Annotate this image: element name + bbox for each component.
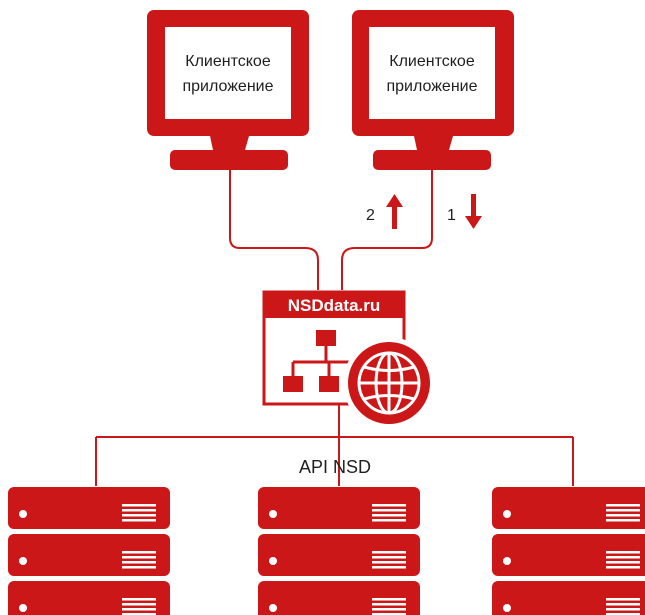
nsddata-hub[interactable]: NSDdata.ru (262, 290, 435, 429)
api-bus (95, 404, 574, 486)
vent-line (122, 551, 156, 554)
status-led (19, 604, 27, 612)
vent-line (372, 509, 406, 512)
vent-line (372, 608, 406, 611)
vent-line (606, 556, 640, 559)
client-label-line1: Клиентское (185, 53, 271, 70)
server-unit (8, 487, 170, 529)
vent-line (372, 514, 406, 517)
client-monitor-2[interactable]: Клиентское приложение (352, 10, 514, 170)
globe-icon (343, 337, 435, 429)
status-led (269, 557, 277, 565)
vent-line (122, 514, 156, 517)
client-monitor-1[interactable]: Клиентское приложение (147, 10, 309, 170)
hub-brand: NSDdata.ru (288, 296, 381, 315)
server-unit (8, 534, 170, 576)
vent-line (606, 598, 640, 601)
server-stack-icon (258, 487, 420, 615)
vent-line (372, 551, 406, 554)
vent-line (606, 613, 640, 615)
server-stack[interactable] (492, 487, 645, 615)
monitor-icon (147, 10, 309, 170)
vent-line (606, 561, 640, 564)
vent-line (372, 603, 406, 606)
server-stacks (8, 487, 645, 615)
vent-line (122, 519, 156, 522)
server-stack[interactable] (8, 487, 170, 615)
client-connectors (229, 170, 433, 290)
connector-right (341, 170, 433, 290)
vent-line (122, 613, 156, 615)
vent-line (606, 509, 640, 512)
vent-line (606, 504, 640, 507)
api-bus-label: API NSD (299, 457, 371, 477)
vent-line (606, 519, 640, 522)
vent-line (372, 598, 406, 601)
vent-line (122, 509, 156, 512)
status-led (503, 557, 511, 565)
server-unit (492, 534, 645, 576)
arrow-label: 1 (447, 207, 456, 224)
arrow-up-icon (386, 194, 403, 229)
status-led (503, 604, 511, 612)
vent-line (606, 514, 640, 517)
server-unit (492, 487, 645, 529)
vent-line (372, 613, 406, 615)
vent-line (372, 504, 406, 507)
vent-line (372, 519, 406, 522)
server-unit (258, 581, 420, 615)
vent-line (372, 566, 406, 569)
vent-line (606, 608, 640, 611)
server-stack[interactable] (258, 487, 420, 615)
client-label-line1: Клиентское (389, 53, 475, 70)
request-arrow-1: 1 (447, 194, 482, 229)
vent-line (606, 566, 640, 569)
vent-line (122, 566, 156, 569)
status-led (269, 510, 277, 518)
vent-line (372, 556, 406, 559)
vent-line (122, 608, 156, 611)
server-unit (8, 581, 170, 615)
server-stack-icon (492, 487, 645, 615)
server-unit (492, 581, 645, 615)
vent-line (606, 551, 640, 554)
status-led (19, 557, 27, 565)
request-arrow-2: 2 (366, 194, 403, 229)
hub-header (264, 292, 404, 318)
vent-line (122, 556, 156, 559)
monitor-icon (352, 10, 514, 170)
server-stack-icon (8, 487, 170, 615)
server-unit (258, 534, 420, 576)
status-led (19, 510, 27, 518)
vent-line (372, 561, 406, 564)
status-led (269, 604, 277, 612)
client-label-line2: приложение (386, 78, 477, 95)
arrow-down-icon (465, 194, 482, 229)
server-unit (258, 487, 420, 529)
vent-line (122, 504, 156, 507)
vent-line (606, 603, 640, 606)
connector-left (229, 170, 319, 290)
vent-line (122, 598, 156, 601)
vent-line (122, 603, 156, 606)
arrow-label: 2 (366, 207, 375, 224)
client-label-line2: приложение (182, 78, 273, 95)
vent-line (122, 561, 156, 564)
status-led (503, 510, 511, 518)
hierarchy-icon (283, 330, 350, 392)
